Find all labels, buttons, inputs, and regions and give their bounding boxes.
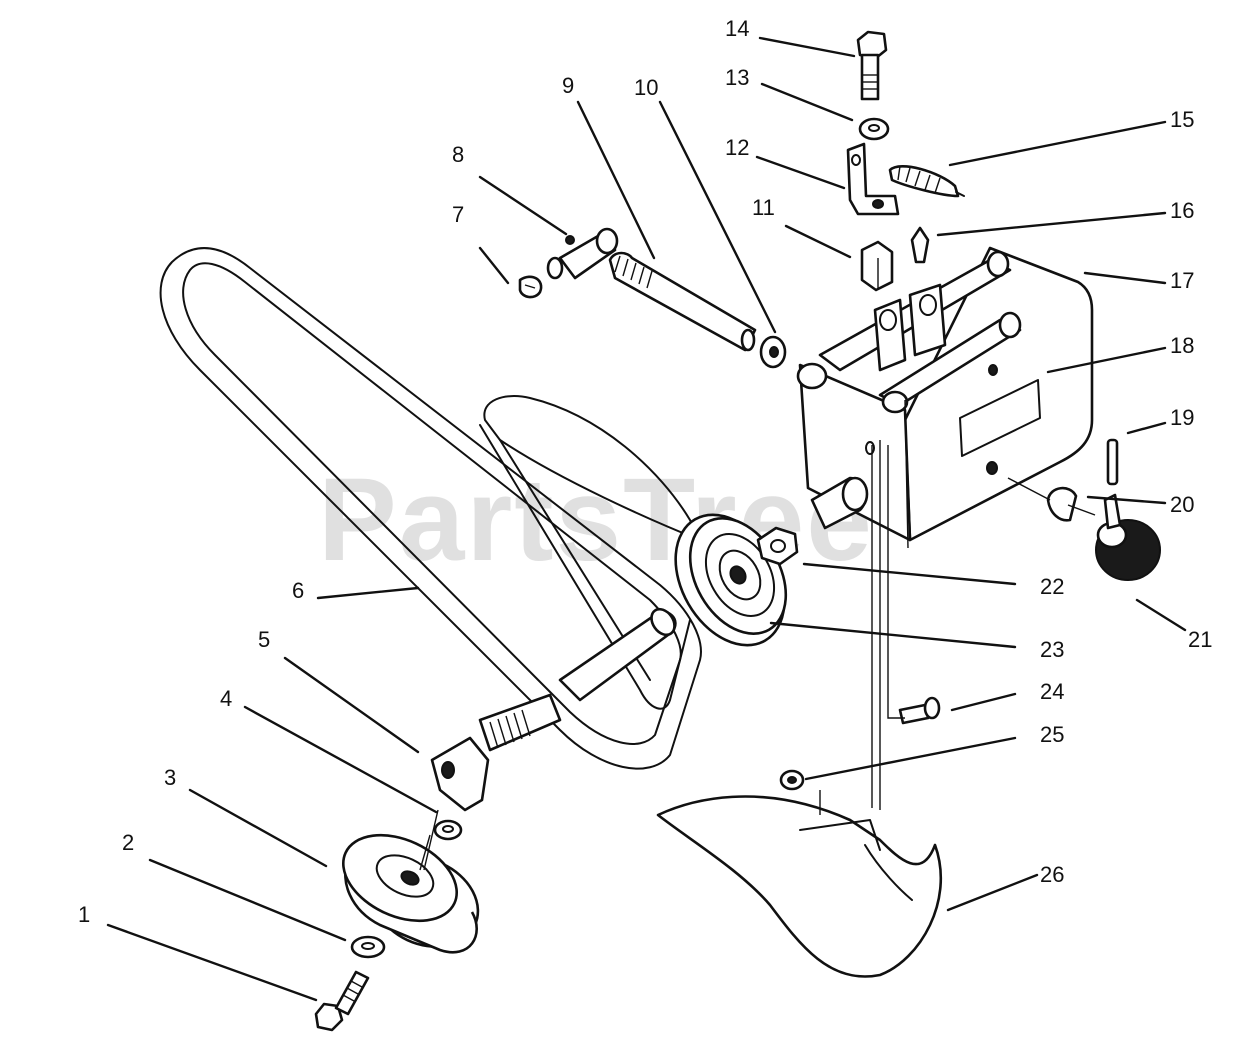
washer-part-4 (433, 819, 463, 841)
callout-11: 11 (752, 195, 775, 220)
small-pulley-part-3 (341, 833, 480, 954)
callout-1: 1 (78, 902, 90, 927)
callout-13: 13 (725, 65, 749, 90)
clip-part-7 (518, 275, 543, 299)
bracket-part-12 (846, 142, 900, 216)
callout-21: 21 (1188, 627, 1212, 652)
threaded-rod-part-9 (608, 251, 757, 352)
callout-4: 4 (220, 686, 232, 711)
callout-12: 12 (725, 135, 749, 160)
callout-8: 8 (452, 142, 464, 167)
leader-lines (106, 36, 1187, 1002)
drive-pulley-part-23 (674, 513, 788, 647)
shield-part-26 (656, 795, 943, 978)
callout-17: 17 (1170, 268, 1194, 293)
washer-part-20 (1046, 486, 1078, 522)
spring-part-15 (888, 165, 965, 198)
washer-part-2 (350, 935, 386, 959)
callout-22: 22 (1040, 574, 1064, 599)
callout-3: 3 (164, 765, 176, 790)
callout-24: 24 (1040, 679, 1064, 704)
callout-9: 9 (562, 73, 574, 98)
coupler-part-21 (1095, 493, 1161, 581)
idler-shaft-part-5 (430, 607, 677, 812)
callout-15: 15 (1170, 107, 1194, 132)
callout-2: 2 (122, 830, 134, 855)
callout-20: 20 (1170, 492, 1194, 517)
watermark-text: PartsTree (318, 454, 874, 586)
callout-6: 6 (292, 578, 304, 603)
callout-10: 10 (634, 75, 658, 100)
block-part-11 (860, 240, 894, 292)
mount-bracket-lines (423, 399, 1096, 871)
bolt-part-24 (898, 696, 941, 725)
callout-18: 18 (1170, 333, 1194, 358)
callout-26: 26 (1040, 862, 1064, 887)
callout-23: 23 (1040, 637, 1064, 662)
bolt-part-14 (856, 30, 888, 101)
callout-7: 7 (452, 202, 464, 227)
callout-5: 5 (258, 627, 270, 652)
nut-part-22 (756, 526, 799, 566)
swivel-part-8 (546, 227, 619, 280)
key-part-19 (1106, 438, 1119, 486)
v-belt-part-6 (159, 247, 702, 770)
callout-labels: 1 2 3 4 5 6 7 8 9 10 11 12 13 14 15 16 1… (78, 16, 1212, 927)
bolt-part-1 (314, 970, 370, 1032)
gearbox-housing-part-18 (796, 246, 1094, 542)
callout-25: 25 (1040, 722, 1064, 747)
callout-14: 14 (725, 16, 749, 41)
grease-fitting-part-16 (910, 226, 930, 264)
washer-part-10 (759, 335, 787, 369)
nut-part-25 (779, 769, 805, 791)
callout-19: 19 (1170, 405, 1194, 430)
callout-16: 16 (1170, 198, 1194, 223)
washer-part-13 (858, 117, 890, 141)
